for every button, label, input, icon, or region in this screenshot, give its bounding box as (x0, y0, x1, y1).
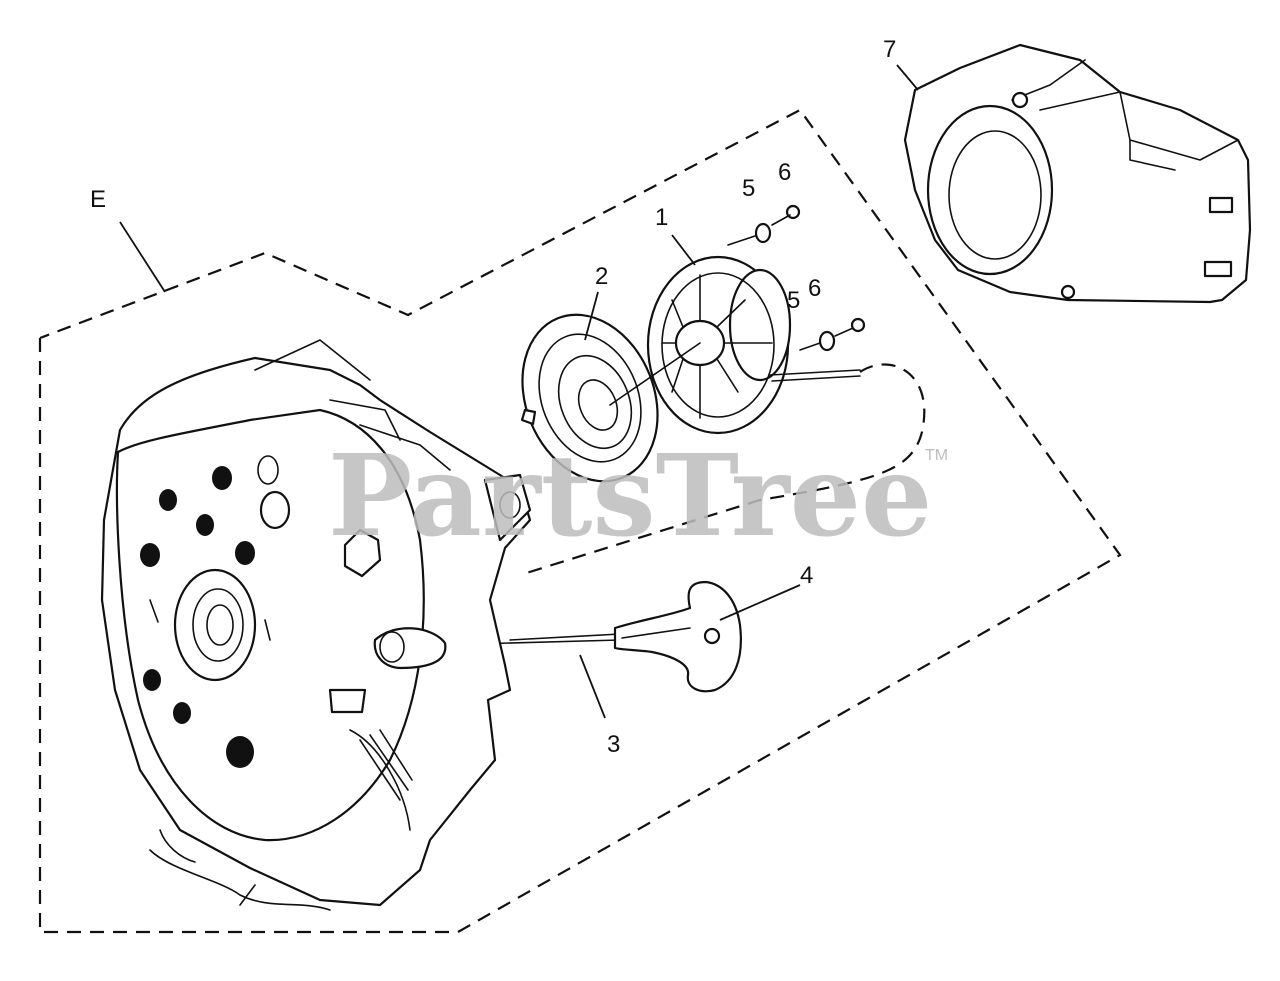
callout-group-e[interactable]: E (90, 186, 106, 213)
callout-7[interactable]: 7 (883, 36, 896, 63)
callout-5-top[interactable]: 5 (742, 175, 755, 202)
watermark-trademark: TM (925, 447, 948, 464)
callout-6-top[interactable]: 6 (778, 159, 791, 186)
part-6-screw-mid[interactable] (834, 317, 866, 337)
part-1-pulley[interactable] (646, 255, 861, 435)
watermark-text: PartsTree (328, 431, 932, 562)
callout-3[interactable]: 3 (607, 731, 620, 758)
callout-1[interactable]: 1 (655, 204, 668, 231)
part-5-washer-top[interactable] (727, 222, 772, 246)
part-6-screw-top[interactable] (771, 204, 801, 226)
assembly-group-outline (38, 108, 1122, 934)
callout-4[interactable]: 4 (800, 562, 813, 589)
part-2-spring-case[interactable] (498, 294, 701, 501)
rope-path (519, 363, 926, 577)
callout-5-mid[interactable]: 5 (787, 287, 800, 314)
starter-housing[interactable] (100, 339, 532, 911)
watermark: PartsTree TM (328, 431, 948, 562)
callout-6-mid[interactable]: 6 (808, 275, 821, 302)
leader-lines (119, 64, 919, 719)
part-4-handle[interactable] (613, 580, 742, 693)
callout-2[interactable]: 2 (595, 263, 608, 290)
part-5-washer-mid[interactable] (799, 330, 836, 352)
part-7-cover[interactable] (903, 43, 1252, 304)
callout-labels: E 1 2 3 4 5 6 5 6 7 (90, 36, 896, 758)
